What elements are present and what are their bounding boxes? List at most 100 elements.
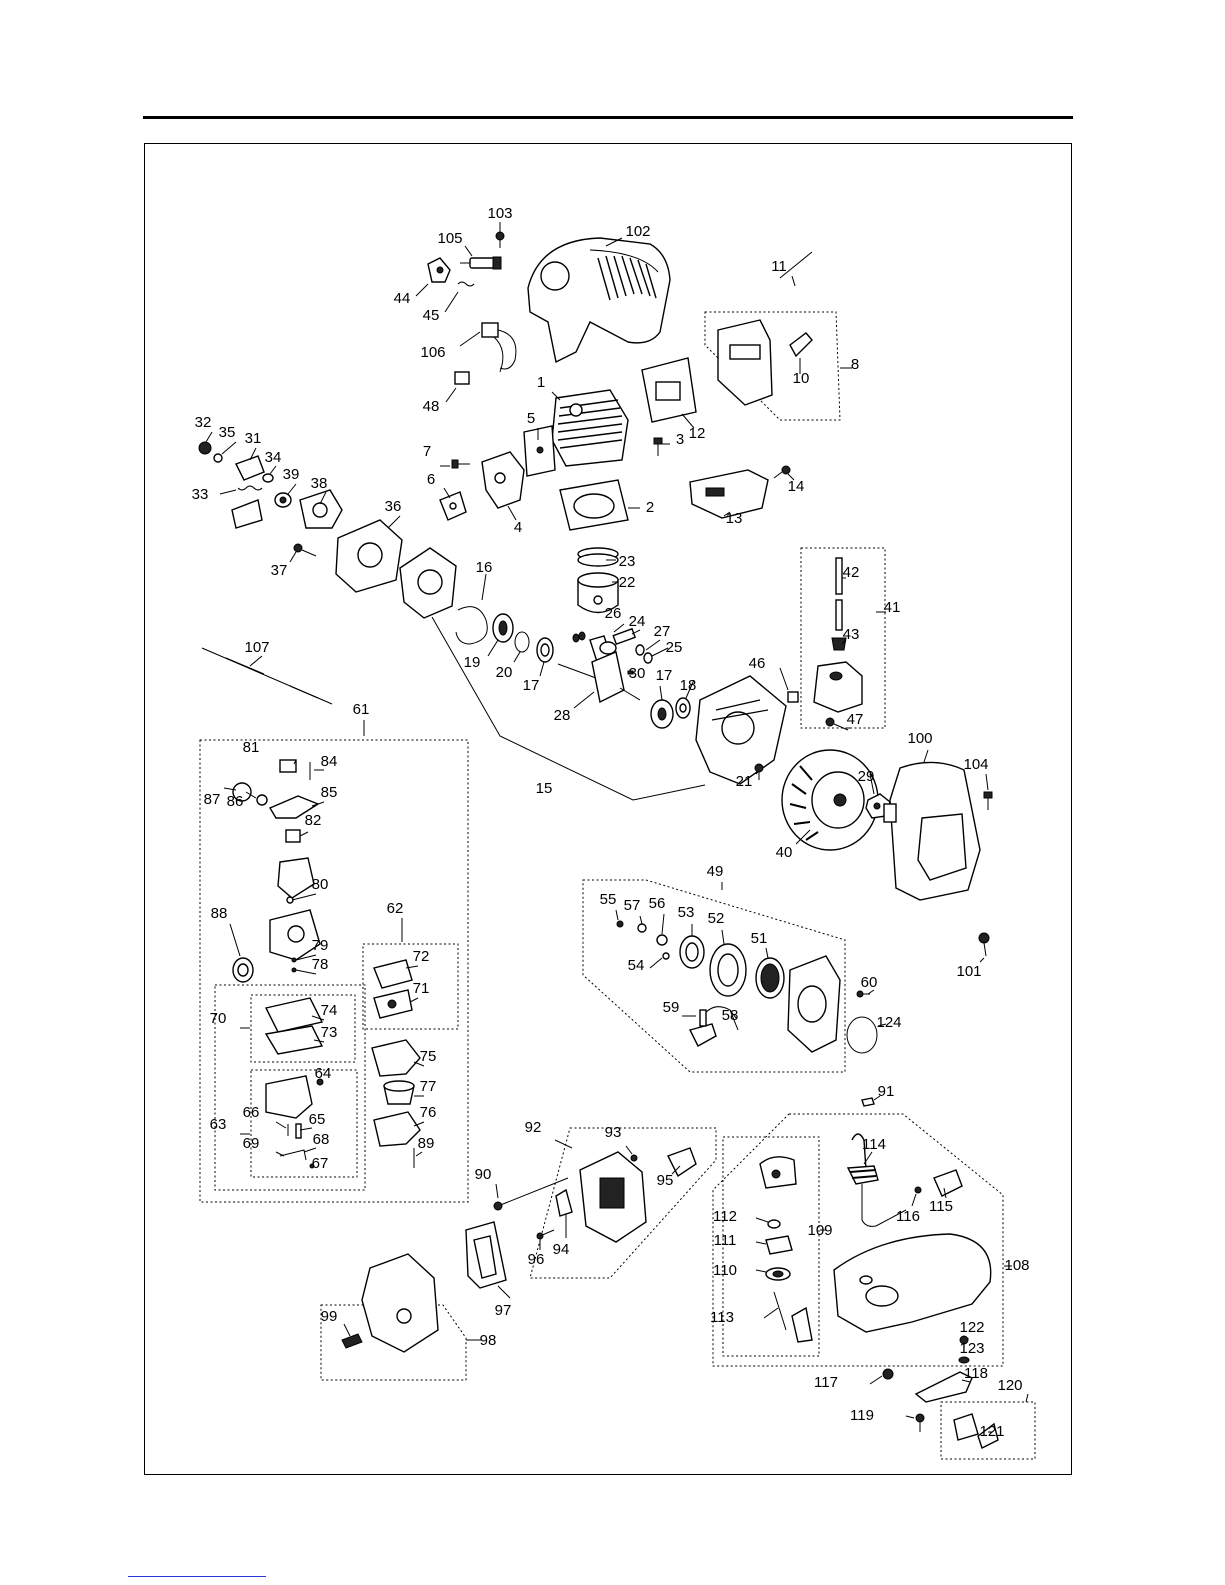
callout-label: 67 [312,1155,329,1172]
callout-label: 109 [807,1222,832,1239]
callout-label: 22 [619,574,636,591]
callout-label: 47 [847,711,864,728]
callout-label: 104 [963,756,988,773]
callout-label: 54 [628,957,645,974]
callout-label: 89 [418,1135,435,1152]
piston-parts [577,547,619,614]
callout-label: 71 [413,980,430,997]
callout-label: 120 [997,1377,1022,1394]
callout-label: 43 [843,626,860,643]
callout-label: 26 [605,605,622,622]
callout-label: 113 [710,1309,734,1326]
leader-lines [205,222,1029,1433]
callout-label: 6 [427,471,435,488]
callout-label: 90 [475,1166,492,1183]
callout-label: 96 [528,1251,545,1268]
callout-label: 64 [315,1065,332,1082]
callout-label: 42 [843,564,860,581]
group-49-starter [582,879,846,1073]
callout-label: 73 [321,1024,338,1041]
ignition-core-parts [831,557,847,651]
callout-label: 34 [265,449,282,466]
callout-label: 99 [321,1308,338,1325]
callout-label: 123 [959,1340,984,1357]
callout-label: 55 [600,891,617,908]
callout-label: 92 [525,1119,542,1136]
ignition-wire-part [481,322,517,373]
callout-label: 31 [245,430,262,447]
callout-label: 30 [629,665,646,682]
callout-label: 17 [523,677,540,694]
group-8-muffler [704,311,841,421]
callout-label: 2 [646,499,654,516]
callout-label: 87 [204,791,221,808]
callout-label: 108 [1004,1257,1029,1274]
callout-label: 70 [210,1010,227,1027]
callout-label: 16 [476,559,493,576]
callout-label: 65 [309,1111,326,1128]
leader-15 [431,616,706,801]
callout-label: 33 [192,486,209,503]
callout-label: 106 [420,344,445,361]
group-inner-carb [214,984,366,1191]
callout-label: 81 [243,739,260,756]
callout-label: 75 [420,1048,437,1065]
bearing-19-part [492,613,514,643]
callout-label: 107 [244,639,269,656]
ignition-coil-part [813,661,863,713]
callout-label: 84 [321,753,338,770]
recoil-starter-parts [616,920,841,1053]
screw-14-part [773,465,791,479]
callout-label: 112 [713,1208,737,1225]
callout-label: 82 [305,812,322,829]
callout-label: 110 [713,1262,737,1279]
callout-label: 78 [312,956,329,973]
callout-label: 45 [423,307,440,324]
cylinder-part [551,389,629,467]
callout-label: 97 [495,1302,512,1319]
screw-91-part [861,1097,875,1107]
callout-label: 41 [884,599,901,616]
header-rule [143,116,1073,119]
callout-label: 86 [227,793,244,810]
nut-46-part [787,691,799,703]
muffler-bracket-part [789,332,813,358]
callout-label: 7 [423,443,431,460]
callout-label: 102 [625,223,650,240]
crankcase-left-part [399,547,457,619]
gasket-6-part [439,491,467,521]
footer-link-underline[interactable] [128,1576,266,1577]
seal-17-part [536,637,554,663]
callout-label: 4 [514,519,522,536]
muffler-part [717,251,813,406]
callout-label: 38 [311,475,328,492]
callout-label: 3 [676,431,684,448]
callout-label: 11 [771,258,787,275]
callout-label: 122 [959,1319,984,1336]
callout-label: 94 [553,1241,570,1258]
callout-label: 111 [714,1232,737,1249]
group-63-metering [250,1069,358,1178]
callout-label: 29 [858,768,875,785]
group-108-tank [712,1113,1004,1367]
seal-bearing-parts [650,697,691,729]
nut-48-part [454,371,470,385]
callout-label: 48 [423,398,440,415]
callout-label: 66 [243,1104,260,1121]
group-62-diaphragm [362,943,459,1030]
callout-labels: 1234567810111213141516171718192021222324… [192,205,1030,1440]
callout-label: 114 [862,1136,886,1153]
group-120-mount [940,1401,1036,1460]
crankcase-right-part [695,675,787,785]
screw-60-part [856,990,870,998]
engine-cover-part [527,237,671,364]
callout-label: 57 [624,897,641,914]
gasket-2-part [559,479,629,531]
callout-label: 18 [680,677,697,694]
callout-label: 72 [413,948,430,965]
screw-47-part [825,717,849,731]
callout-label: 27 [654,623,671,640]
fan-cover-part [883,761,981,901]
callout-label: 69 [243,1135,260,1152]
